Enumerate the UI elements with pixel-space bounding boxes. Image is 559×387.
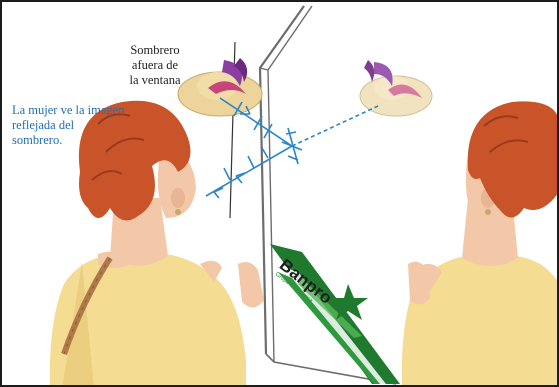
woman-image xyxy=(402,101,559,387)
label-woman-sees-reflection: La mujer ve la imagen reflejada del somb… xyxy=(12,103,162,148)
label-hat-outside-window: Sombrero afuera de la ventana xyxy=(120,43,190,88)
hat-image xyxy=(360,60,432,116)
hat-real xyxy=(178,58,262,116)
